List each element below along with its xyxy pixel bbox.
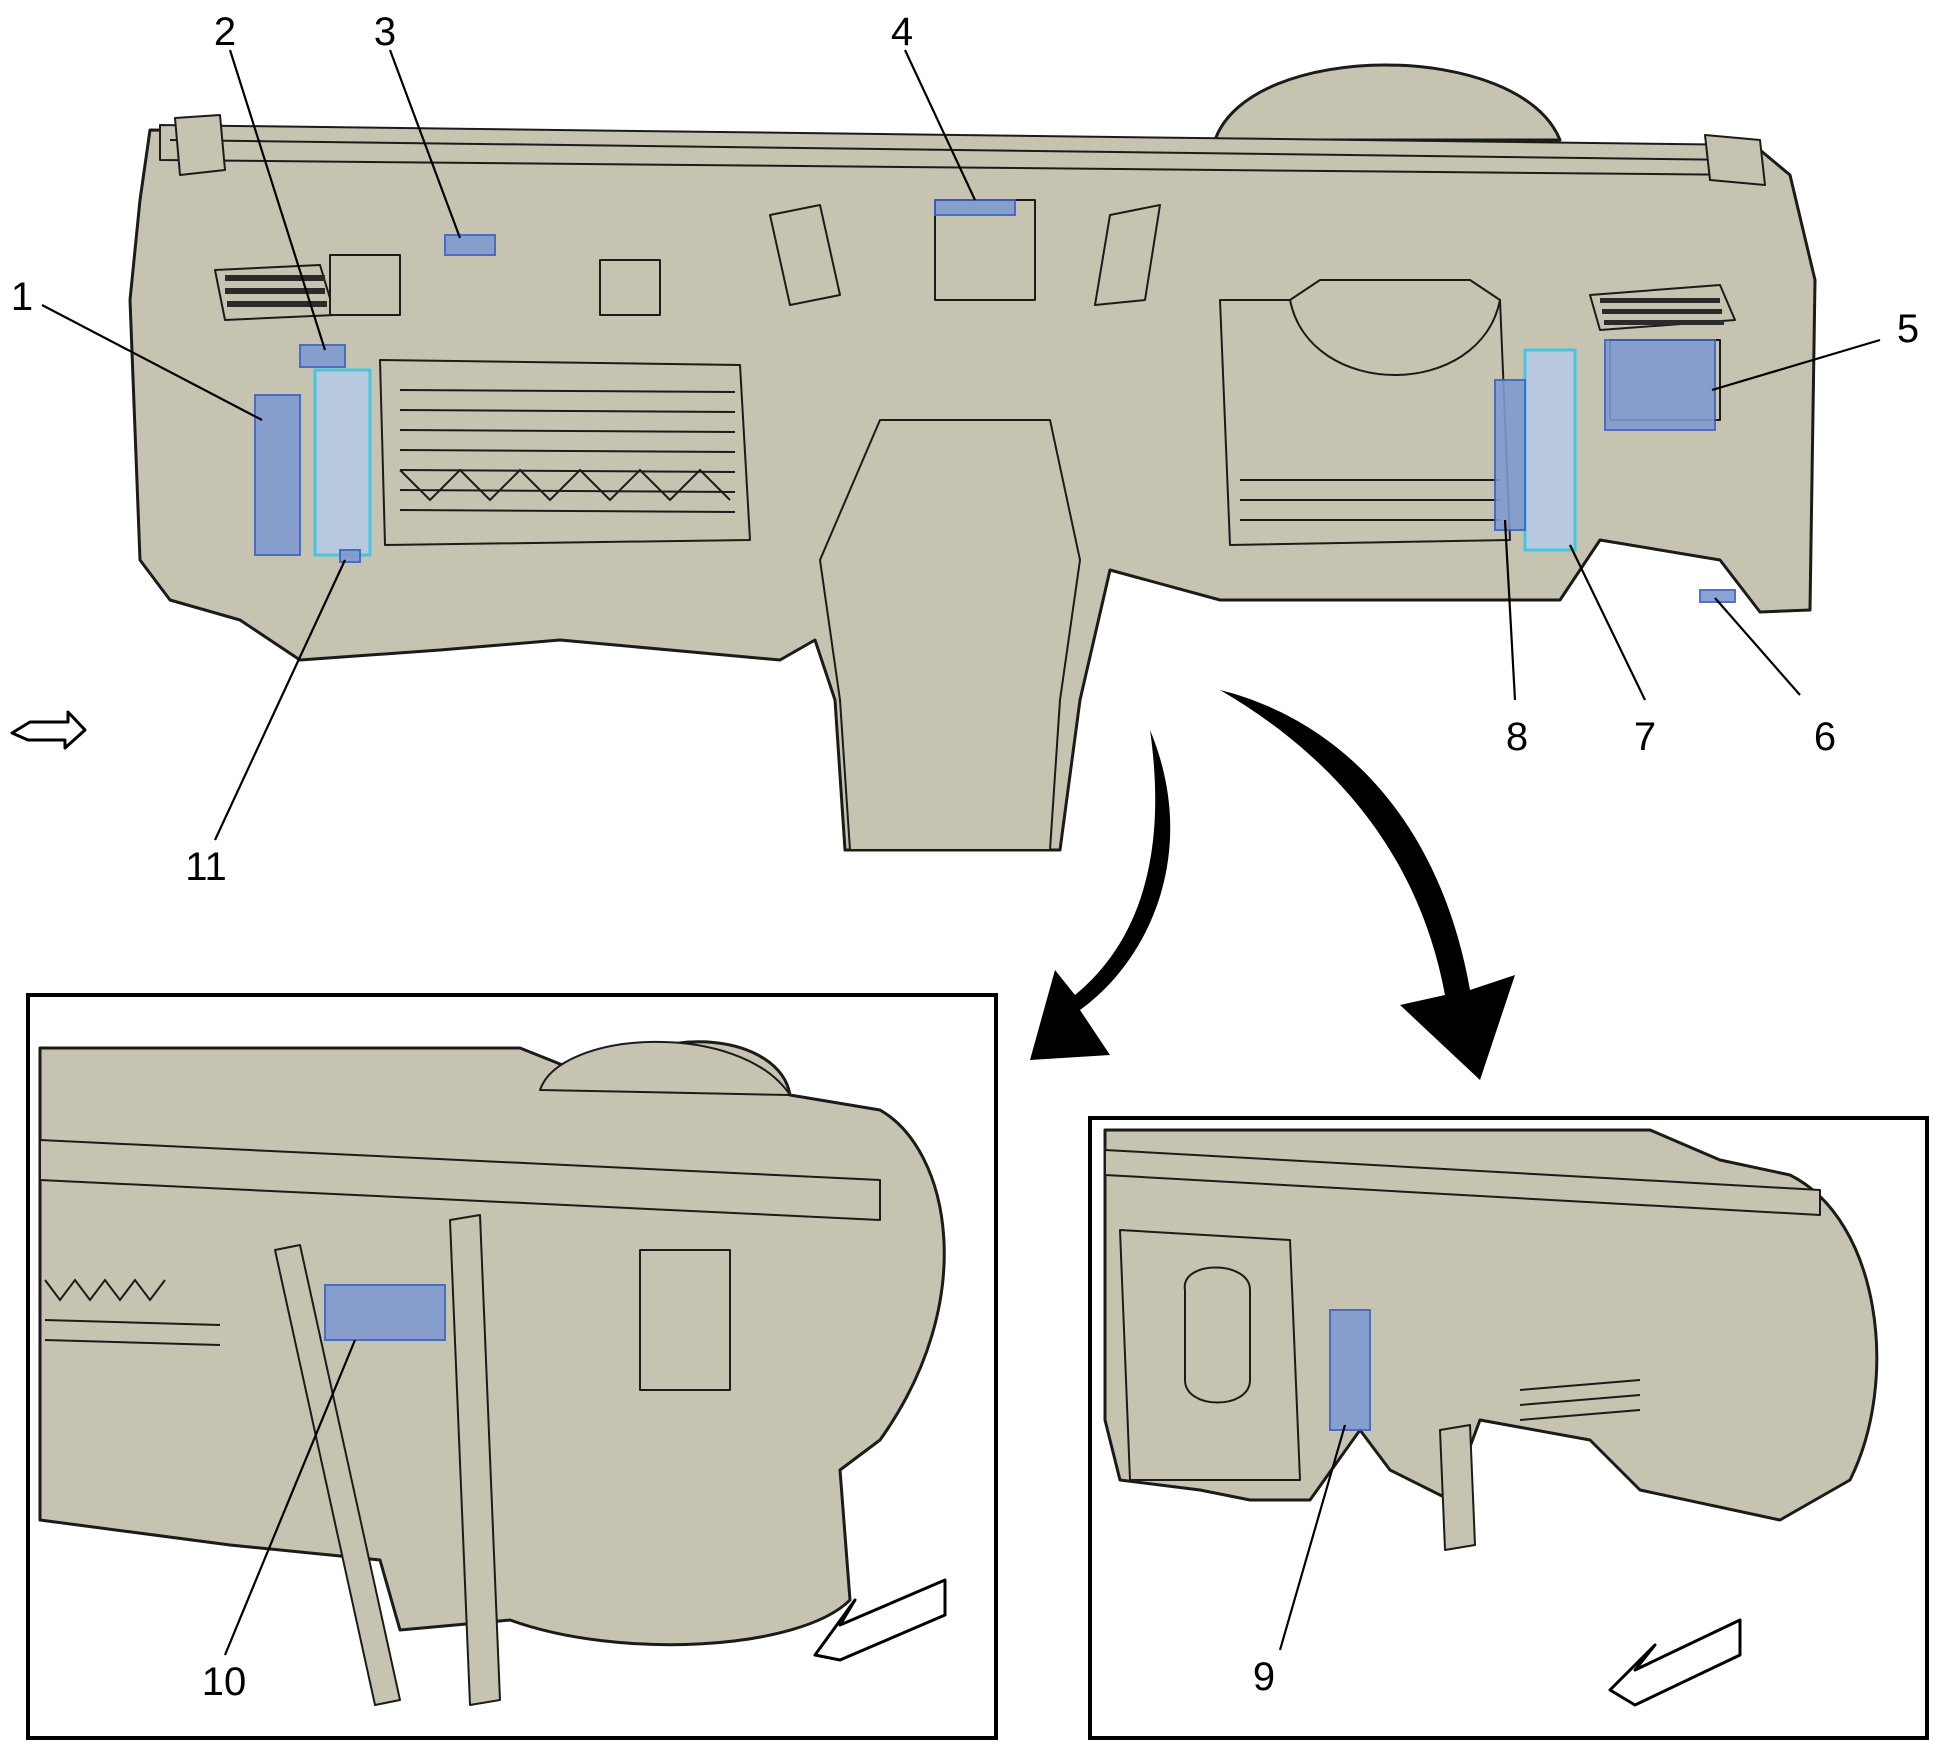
- left-inset-module-box: [639, 1249, 731, 1391]
- module-8: [1494, 379, 1526, 531]
- leader-2: [228, 49, 327, 351]
- curved-arrow-left-icon: [1030, 730, 1171, 1060]
- callout-9: 9: [1253, 1655, 1275, 1699]
- left-bracket-a: [329, 254, 401, 316]
- leader-1: [41, 304, 263, 421]
- left-vent-louvers: [225, 275, 327, 307]
- right-inset-bracket: [1439, 1424, 1476, 1551]
- callout-8: 8: [1506, 715, 1528, 759]
- module-3: [444, 234, 496, 256]
- cluster-hood: [1213, 63, 1562, 142]
- callout-2: 2: [214, 10, 236, 54]
- left-inset-brace-b: [449, 1214, 501, 1706]
- left-inset: [26, 993, 998, 1740]
- left-inset-dome: [539, 1040, 791, 1096]
- right-honeycomb: [1240, 479, 1500, 521]
- steering-column-support: [1289, 279, 1501, 376]
- module-9: [1329, 1309, 1371, 1431]
- left-inset-brace-a: [274, 1244, 401, 1706]
- right-end-bracket: [1704, 134, 1766, 186]
- module-5: [1604, 339, 1716, 431]
- leader-4: [904, 49, 976, 201]
- left-bracket-b: [599, 259, 661, 316]
- right-vent-louvers: [1600, 298, 1724, 325]
- center-left-vent: [769, 204, 841, 306]
- callout-10: 10: [202, 1660, 247, 1704]
- hvac-housing-left: [379, 359, 751, 546]
- module-7: [1523, 348, 1577, 552]
- callout-6: 6: [1814, 715, 1836, 759]
- right-inset: [1088, 1116, 1929, 1740]
- right-inset-top-rail: [1104, 1149, 1821, 1216]
- module-1: [254, 394, 301, 556]
- callout-3: 3: [374, 10, 396, 54]
- leader-5: [1711, 338, 1881, 392]
- center-right-vent: [1094, 204, 1161, 306]
- right-inset-case-window: [1183, 1266, 1251, 1404]
- hvac-grille-lines: [399, 389, 736, 513]
- leader-8: [1503, 519, 1517, 701]
- leader-7: [1569, 544, 1646, 701]
- module-2: [299, 344, 346, 368]
- center-stack: [819, 419, 1081, 851]
- top-rail-edge: [169, 139, 1741, 161]
- view-direction-arrow-icon: [813, 1578, 947, 1662]
- leader-3: [388, 49, 462, 239]
- leader-11: [214, 559, 346, 841]
- left-inset-grille: [44, 1278, 221, 1346]
- curved-arrow-right-icon: [1220, 690, 1515, 1080]
- leader-10: [223, 1339, 357, 1656]
- module-11-housing: [313, 368, 372, 557]
- view-direction-arrow-icon: [10, 710, 87, 750]
- right-inset-mesh: [1519, 1379, 1641, 1421]
- right-air-vent: [1589, 284, 1736, 331]
- left-inset-cross-beam: [39, 1139, 881, 1221]
- callout-numbers: 1 2 3 4 5 6 7 8 9 10 11: [11, 10, 1919, 1704]
- leader-9: [1278, 1424, 1347, 1651]
- main-leader-lines: [41, 49, 1881, 841]
- main-instrument-panel-view: [128, 63, 1817, 852]
- center-display-bracket: [934, 199, 1036, 301]
- module-4: [934, 199, 1016, 216]
- view-direction-arrow-icon: [1608, 1618, 1742, 1707]
- callout-1: 1: [11, 275, 33, 319]
- callout-11: 11: [185, 845, 227, 889]
- left-end-bracket: [174, 114, 226, 176]
- leader-6: [1714, 597, 1801, 696]
- callout-7: 7: [1634, 715, 1656, 759]
- module-11: [339, 549, 361, 563]
- module-10: [324, 1284, 446, 1341]
- callout-4: 4: [891, 10, 913, 54]
- callout-5: 5: [1897, 307, 1919, 351]
